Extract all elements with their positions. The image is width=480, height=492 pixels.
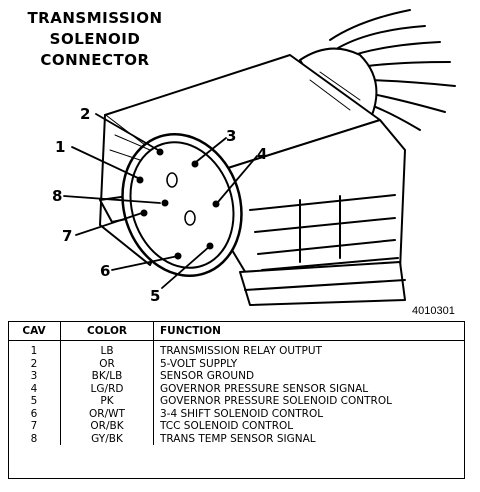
cell-function: TCC SOLENOID CONTROL [160,420,294,432]
figure-id: 4010301 [412,305,455,317]
lock-tab [239,261,406,306]
connector-face [121,132,243,278]
cavity-5 [206,242,214,250]
cavity-7 [140,209,148,217]
cavity-3 [191,160,199,168]
center-key-top [166,172,178,188]
cell-color: PK [60,395,154,408]
callout-7: 7 [62,227,73,245]
callout-5: 5 [150,287,161,305]
diagram-title-line-1: TRANSMISSION [27,9,163,27]
callout-4: 4 [257,145,268,163]
cavity-6 [174,252,182,260]
cavity-4 [212,200,220,208]
cell-color: GY/BK [60,432,154,445]
cell-color: BK/LB [60,370,154,383]
cell-cav: 4 [8,382,61,395]
cell-function: 3-4 SHIFT SOLENOID CONTROL [160,407,324,420]
cell-color: OR/WT [60,407,154,420]
cell-cav: 6 [8,407,61,420]
callout-3: 3 [226,127,237,145]
diagram-title-line-3: CONNECTOR [40,51,150,69]
leader-lines [63,113,258,289]
cell-function: 5-VOLT SUPPLY [160,357,238,370]
cell-cav: 3 [8,370,61,383]
cell-cav: 5 [8,395,61,408]
cell-function: GOVERNOR PRESSURE SOLENOID CONTROL [160,395,392,407]
cell-function: TRANSMISSION RELAY OUTPUT [160,345,322,357]
cell-color: LG/RD [60,382,154,395]
cell-cav: 2 [8,357,61,370]
cell-color: OR [60,357,154,370]
table-header-row: CAV COLOR FUNCTION [8,321,465,341]
cavity-2 [156,148,164,156]
cavity-1 [136,176,144,184]
cell-function: SENSOR GROUND [160,370,255,382]
cell-cav: 8 [8,432,61,445]
cell-function: TRANS TEMP SENSOR SIGNAL [160,432,316,445]
connector-illustration [63,9,456,306]
center-key-bottom [184,210,196,226]
cavity-pins [136,148,220,260]
callout-1: 1 [55,138,66,156]
cell-function: GOVERNOR PRESSURE SENSOR SIGNAL [160,382,369,395]
cell-cav: 7 [8,420,61,433]
cell-color: LB [60,340,154,358]
cell-cav: 1 [8,340,61,358]
callout-6: 6 [100,262,111,280]
header-function: FUNCTION [153,321,465,341]
header-color: COLOR [60,321,154,341]
cell-color: OR/BK [60,420,154,433]
diagram-title-line-2: SOLENOID [49,30,141,48]
cavity-8 [161,199,169,207]
callout-8: 8 [52,187,63,205]
header-cav: CAV [8,321,61,341]
callout-2: 2 [80,105,91,123]
